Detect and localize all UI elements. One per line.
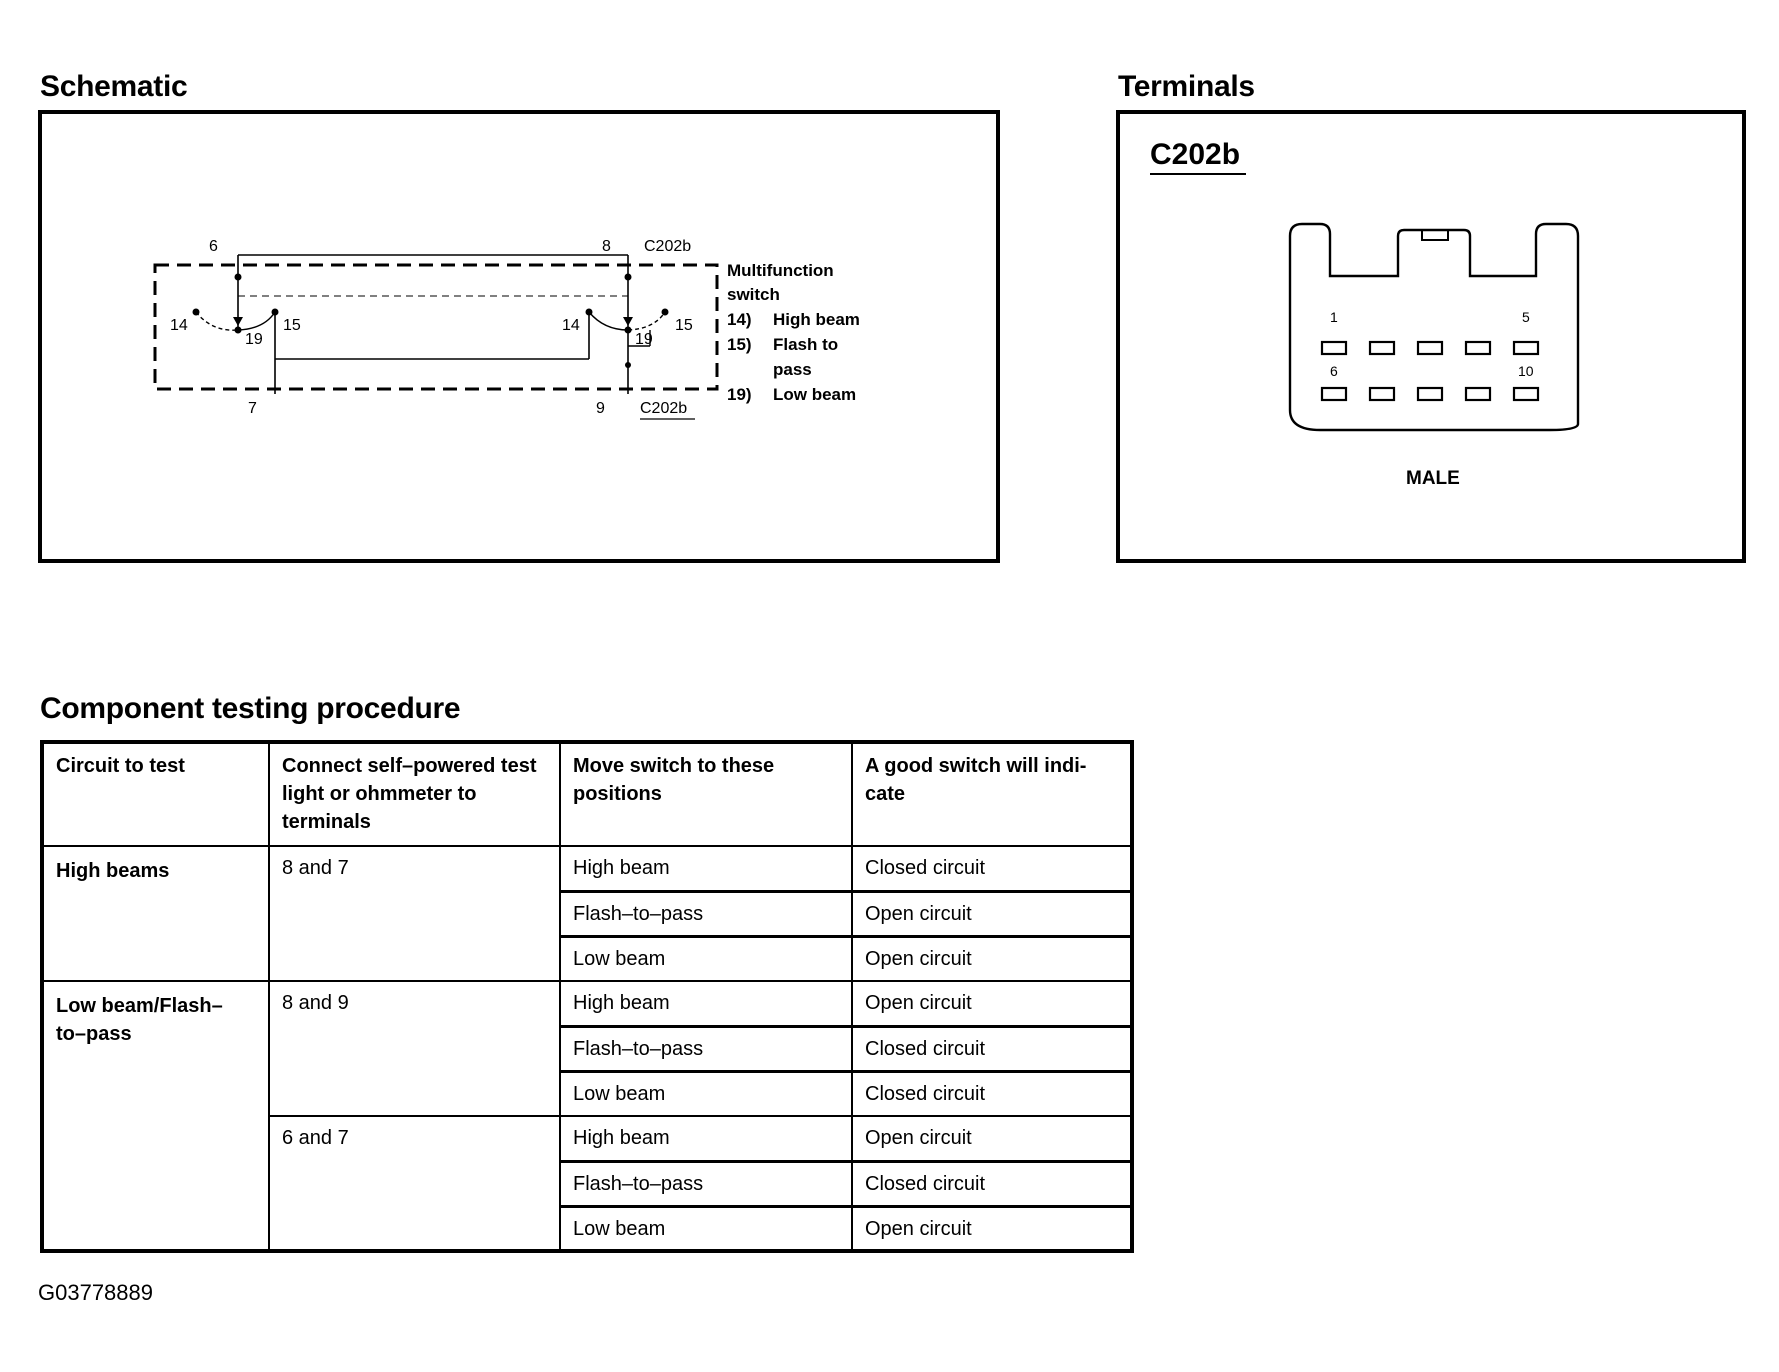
position-cell: Flash–to–pass [559,1160,853,1208]
table-row: Low beam Closed circuit [42,1070,1133,1117]
legend-item3-text: Low beam [773,385,856,404]
position-cell: Flash–to–pass [559,1025,853,1073]
terminals-cell: 8 and 7 [268,845,561,982]
connector-gender: MALE [1406,468,1460,489]
position-cell: High beam [559,980,853,1028]
pin-row-top [1320,340,1540,356]
legend-item2-text2: pass [773,360,812,379]
result-cell: Open circuit [851,890,1133,938]
legend-item2-num: 15) [727,335,752,354]
connector-label-bottom: C202b [640,400,687,417]
header-connect: Connect self–powered test light or ohmme… [268,741,561,847]
left-switch-label-15: 15 [283,317,301,334]
table-row: Low beam Open circuit [42,1205,1133,1252]
connector-latch [1421,229,1449,241]
result-cell: Open circuit [851,1205,1133,1252]
right-switch-label-19: 19 [635,331,653,348]
figure-id: G03778889 [38,1280,153,1305]
result-cell: Open circuit [851,935,1133,982]
result-cell: Closed circuit [851,845,1133,893]
position-cell: High beam [559,1115,853,1163]
header-indicate: A good switch will indi- cate [851,741,1133,847]
table-row: Low beam/Flash– to–pass 8 and 9 High bea… [41,980,1133,1252]
result-cell: Open circuit [851,980,1133,1028]
pin-6-label: 6 [1330,363,1338,379]
result-cell: Closed circuit [851,1070,1133,1117]
table-row: 6 and 7 High beam Open circuit [42,1115,1133,1252]
left-switch-label-14: 14 [170,317,188,334]
legend-item3-num: 19) [727,385,752,404]
table-header-row: Circuit to test Connect self–powered tes… [41,741,1133,847]
pin-5-label: 5 [1522,309,1530,325]
position-cell: High beam [559,845,853,893]
table-row: Flash–to–pass Closed circuit [42,1160,1133,1208]
header-circuit: Circuit to test [41,741,270,847]
pin-8-label: 8 [602,238,611,255]
legend-line1: Multifunction [727,261,834,280]
schematic-title: Schematic [40,70,188,103]
legend-item1-num: 14) [727,310,752,329]
position-cell: Low beam [559,1070,853,1117]
position-cell: Low beam [559,935,853,982]
legend-line2: switch [727,285,780,304]
table-row: High beams 8 and 7 High beam Closed circ… [41,845,1133,982]
table-row: Flash–to–pass Open circuit [42,890,1133,938]
procedure-title: Component testing procedure [40,692,461,725]
result-cell: Closed circuit [851,1160,1133,1208]
schematic-panel: 14 19 15 14 19 15 6 8 C202b 7 [38,110,1000,563]
pin-7-label: 7 [248,400,257,417]
connector-face-diagram: C202b 1 5 6 10 MALE [1150,138,1580,489]
pin-10-label: 10 [1518,363,1534,379]
connector-housing [1288,222,1580,432]
table-row: Low beam Open circuit [42,935,1133,982]
pin-row-bottom [1320,386,1540,402]
terminals-title: Terminals [1118,70,1255,103]
circuit-cell: Low beam/Flash– to–pass [41,980,270,1252]
switch-housing [153,263,719,391]
right-switch: 14 19 15 [562,273,693,394]
schematic-diagram: 14 19 15 14 19 15 6 8 C202b 7 [153,238,860,420]
terminals-cell: 6 and 7 [268,1115,561,1252]
connector-label-top: C202b [644,238,691,255]
left-switch: 14 19 15 [170,273,301,394]
header-move: Move switch to these positions [559,741,853,847]
result-cell: Open circuit [851,1115,1133,1163]
procedure-table: Circuit to test Connect self–powered tes… [40,740,1134,1253]
table-row: Flash–to–pass Closed circuit [42,1025,1133,1073]
pin-6-label: 6 [209,238,218,255]
terminals-panel: C202b 1 5 6 10 MALE [1116,110,1746,563]
legend-item2-text: Flash to [773,335,838,354]
right-switch-label-14: 14 [562,317,580,334]
pin-1-label: 1 [1330,309,1338,325]
connector-name: C202b [1150,138,1240,171]
circuit-cell: High beams [41,845,270,982]
position-cell: Flash–to–pass [559,890,853,938]
terminals-cell: 8 and 9 [268,980,561,1117]
result-cell: Closed circuit [851,1025,1133,1073]
right-switch-label-15: 15 [675,317,693,334]
legend-item1-text: High beam [773,310,860,329]
switch-legend: Multifunction switch 14) High beam 15) F… [727,261,860,404]
left-switch-label-19: 19 [245,331,263,348]
pin-9-label: 9 [596,400,605,417]
position-cell: Low beam [559,1205,853,1252]
